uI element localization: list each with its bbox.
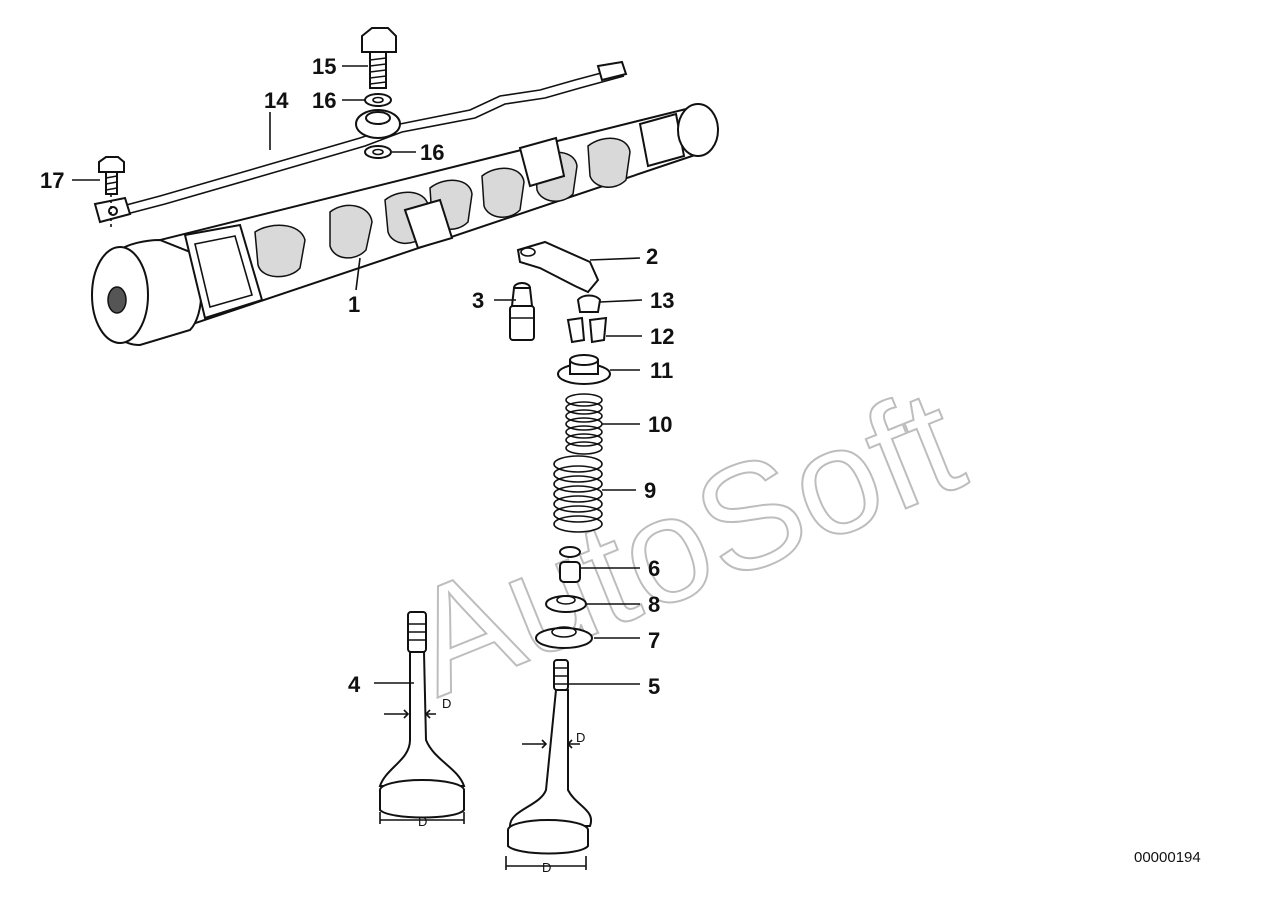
intake-head-dimension: D: [379, 812, 465, 829]
callout-17: 17: [40, 168, 64, 193]
dimension-label: D: [542, 860, 551, 875]
callout-3: 3: [472, 288, 484, 313]
exhaust-head-dimension: D: [505, 856, 587, 875]
callout-12: 12: [650, 324, 674, 349]
callout-15: 15: [312, 54, 336, 79]
outer-valve-spring: [553, 455, 603, 533]
exhaust-stem-dimension: D: [522, 730, 585, 749]
dimension-label: D: [576, 730, 585, 745]
callout-16-lower: 16: [420, 140, 444, 165]
callout-16-upper: 16: [312, 88, 336, 113]
callout-11: 11: [650, 358, 673, 383]
exhaust-valve: [507, 659, 593, 855]
rocker-arm: [516, 240, 600, 294]
dimension-label: D: [442, 696, 451, 711]
inner-valve-spring: [565, 393, 603, 455]
callout-1: 1: [348, 292, 360, 317]
sealing-ring-lower: [364, 145, 392, 159]
intake-valve: [378, 611, 466, 819]
leader-lines: [72, 65, 643, 685]
callout-13: 13: [650, 288, 674, 313]
callout-4: 4: [348, 672, 361, 697]
intake-stem-dimension: D: [384, 696, 451, 719]
callout-5: 5: [648, 674, 660, 699]
callout-14: 14: [264, 88, 289, 113]
sealing-ring-upper: [364, 93, 392, 107]
valve-stem-seal: [559, 546, 581, 583]
valve-cap: [576, 294, 602, 313]
dimension-label: D: [418, 814, 427, 829]
screw: [98, 156, 125, 230]
watermark: AutoSoft: [386, 356, 982, 727]
camshaft: [91, 103, 719, 347]
callout-7: 7: [648, 628, 660, 653]
callout-6: 6: [648, 556, 660, 581]
callout-8: 8: [648, 592, 660, 617]
banjo-bolt: [361, 27, 397, 89]
hydraulic-lifter: [509, 282, 535, 341]
spring-seat-lower: [535, 626, 593, 649]
document-id: 00000194: [1134, 849, 1201, 866]
callout-10: 10: [648, 412, 672, 437]
callout-9: 9: [644, 478, 656, 503]
callout-2: 2: [646, 244, 658, 269]
spring-seat-upper: [545, 595, 587, 613]
valve-keepers: [566, 316, 608, 344]
spring-retainer: [557, 354, 611, 385]
